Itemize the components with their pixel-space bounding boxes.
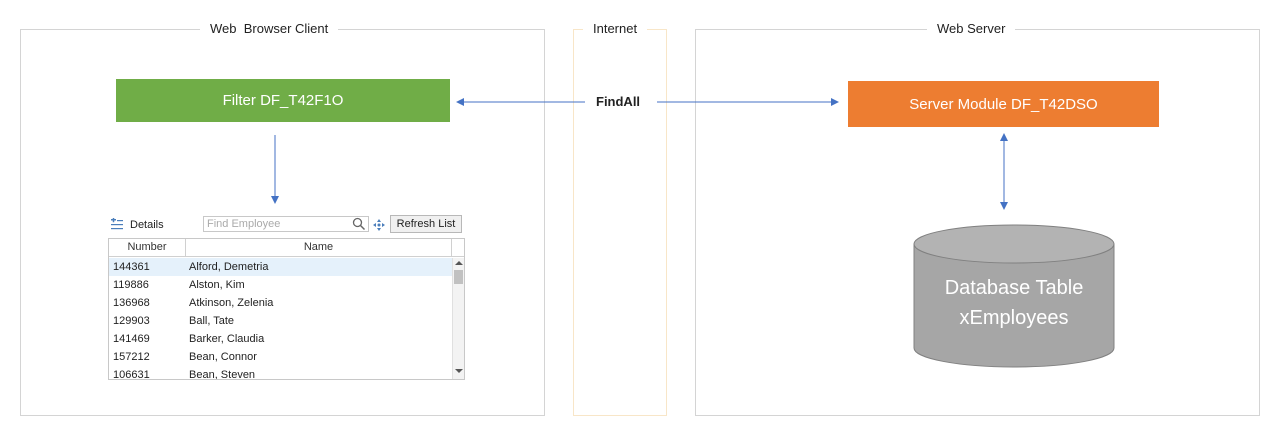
row-number: 144361	[113, 261, 150, 273]
table-row[interactable]: 119886 Alston, Kim	[109, 276, 452, 294]
table-row[interactable]: 129903 Ball, Tate	[109, 312, 452, 330]
web-browser-client-title: Web Browser Client	[200, 21, 339, 36]
search-icon	[352, 217, 366, 231]
search-input[interactable]: Find Employee	[203, 216, 369, 232]
scrollbar-thumb[interactable]	[454, 270, 463, 284]
server-module-box: Server Module DF_T42DSO	[848, 81, 1159, 127]
grid-header	[109, 239, 464, 257]
column-header-name[interactable]: Name	[303, 241, 334, 253]
table-row[interactable]: 144361 Alford, Demetria	[109, 258, 452, 276]
scroll-up-icon[interactable]	[455, 261, 463, 265]
row-name: Barker, Claudia	[189, 333, 265, 345]
table-row[interactable]: 157212 Bean, Connor	[109, 348, 452, 366]
database-label-line2: xEmployees	[959, 307, 1069, 329]
table-row[interactable]: 106631 Bean, Steven	[109, 366, 452, 380]
row-number: 157212	[113, 351, 150, 363]
database-label-line1: Database Table	[944, 277, 1084, 299]
row-name: Atkinson, Zelenia	[189, 297, 274, 309]
move-icon[interactable]	[373, 219, 385, 231]
grid-header-divider-1	[185, 239, 186, 257]
grid-frame: Number Name 144361 Alford, Demetria 1198…	[108, 238, 465, 380]
scroll-down-icon[interactable]	[455, 369, 463, 373]
row-name: Bean, Connor	[189, 351, 257, 363]
search-placeholder: Find Employee	[207, 218, 281, 230]
employee-grid-widget: Details Find Employee Refresh List Numbe…	[107, 212, 467, 382]
row-number: 119886	[113, 279, 149, 291]
findall-label: FindAll	[596, 94, 641, 109]
details-label[interactable]: Details	[130, 219, 164, 231]
row-name: Alston, Kim	[189, 279, 245, 291]
refresh-list-button[interactable]: Refresh List	[390, 215, 462, 233]
server-module-label: Server Module DF_T42DSO	[909, 95, 1098, 113]
internet-title: Internet	[583, 21, 648, 36]
grid-scrollbar[interactable]	[452, 258, 464, 379]
row-number: 129903	[113, 315, 150, 327]
row-number: 141469	[113, 333, 150, 345]
column-header-number[interactable]: Number	[127, 241, 167, 253]
row-name: Bean, Steven	[189, 369, 256, 380]
web-server-title: Web Server	[927, 21, 1016, 36]
database-cylinder	[913, 224, 1115, 368]
grid-header-divider-2	[451, 239, 452, 257]
row-name: Alford, Demetria	[189, 261, 269, 273]
table-row[interactable]: 136968 Atkinson, Zelenia	[109, 294, 452, 312]
row-number: 136968	[113, 297, 150, 309]
filter-box: Filter DF_T42F1O	[116, 79, 450, 122]
row-name: Ball, Tate	[189, 315, 235, 327]
table-row[interactable]: 141469 Barker, Claudia	[109, 330, 452, 348]
refresh-list-label: Refresh List	[396, 218, 456, 230]
row-number: 106631	[113, 369, 150, 380]
details-icon[interactable]	[111, 218, 123, 230]
filter-box-label: Filter DF_T42F1O	[222, 92, 344, 109]
